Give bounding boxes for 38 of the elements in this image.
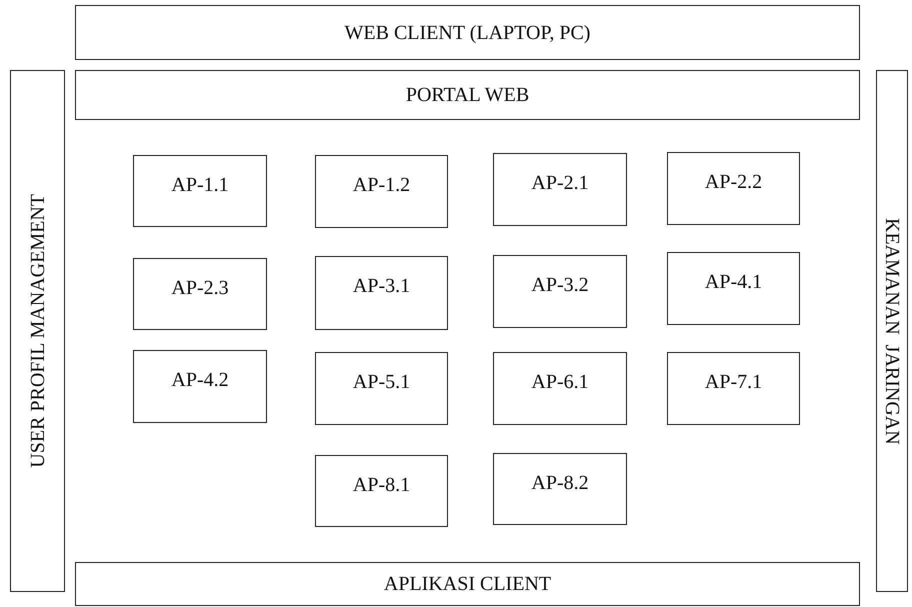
module-label: AP-8.2	[531, 472, 589, 494]
module-label: AP-5.1	[352, 371, 410, 393]
module-box	[133, 155, 267, 227]
layer-box	[876, 70, 908, 592]
layer-box	[10, 70, 65, 592]
layer-box	[75, 70, 860, 120]
layer-label: WEB CLIENT (LAPTOP, PC)	[344, 22, 590, 44]
module-label: AP-2.2	[704, 171, 762, 193]
module-label: AP-8.1	[352, 474, 410, 496]
layer-label: USER PROFIL MANAGEMENT	[26, 194, 48, 468]
module-box	[315, 155, 448, 228]
layer-box	[75, 5, 860, 60]
module-label: AP-1.2	[352, 174, 410, 196]
module-label: AP-3.1	[352, 275, 410, 297]
module-box	[493, 153, 627, 226]
module-box	[315, 455, 448, 527]
module-label: AP-2.1	[531, 172, 589, 194]
module-box	[315, 256, 448, 330]
layer-label: PORTAL WEB	[406, 84, 530, 106]
module-box	[493, 453, 627, 525]
module-box	[493, 352, 627, 425]
module-label: AP-4.1	[704, 271, 762, 293]
module-box	[667, 352, 800, 425]
layer-label: APLIKASI CLIENT	[384, 573, 552, 595]
module-label: AP-7.1	[704, 371, 762, 393]
module-label: AP-6.1	[531, 371, 589, 393]
module-box	[667, 152, 800, 225]
module-box	[133, 258, 267, 330]
layer-label: KEAMANAN JARINGAN	[881, 218, 903, 444]
module-label: AP-4.2	[171, 369, 229, 391]
module-label: AP-3.2	[531, 274, 589, 296]
module-label: AP-2.3	[171, 277, 229, 299]
layer-box	[75, 562, 860, 606]
module-box	[133, 350, 267, 423]
module-box	[493, 255, 627, 328]
module-box	[667, 252, 800, 325]
module-box	[315, 352, 448, 425]
module-label: AP-1.1	[171, 174, 229, 196]
